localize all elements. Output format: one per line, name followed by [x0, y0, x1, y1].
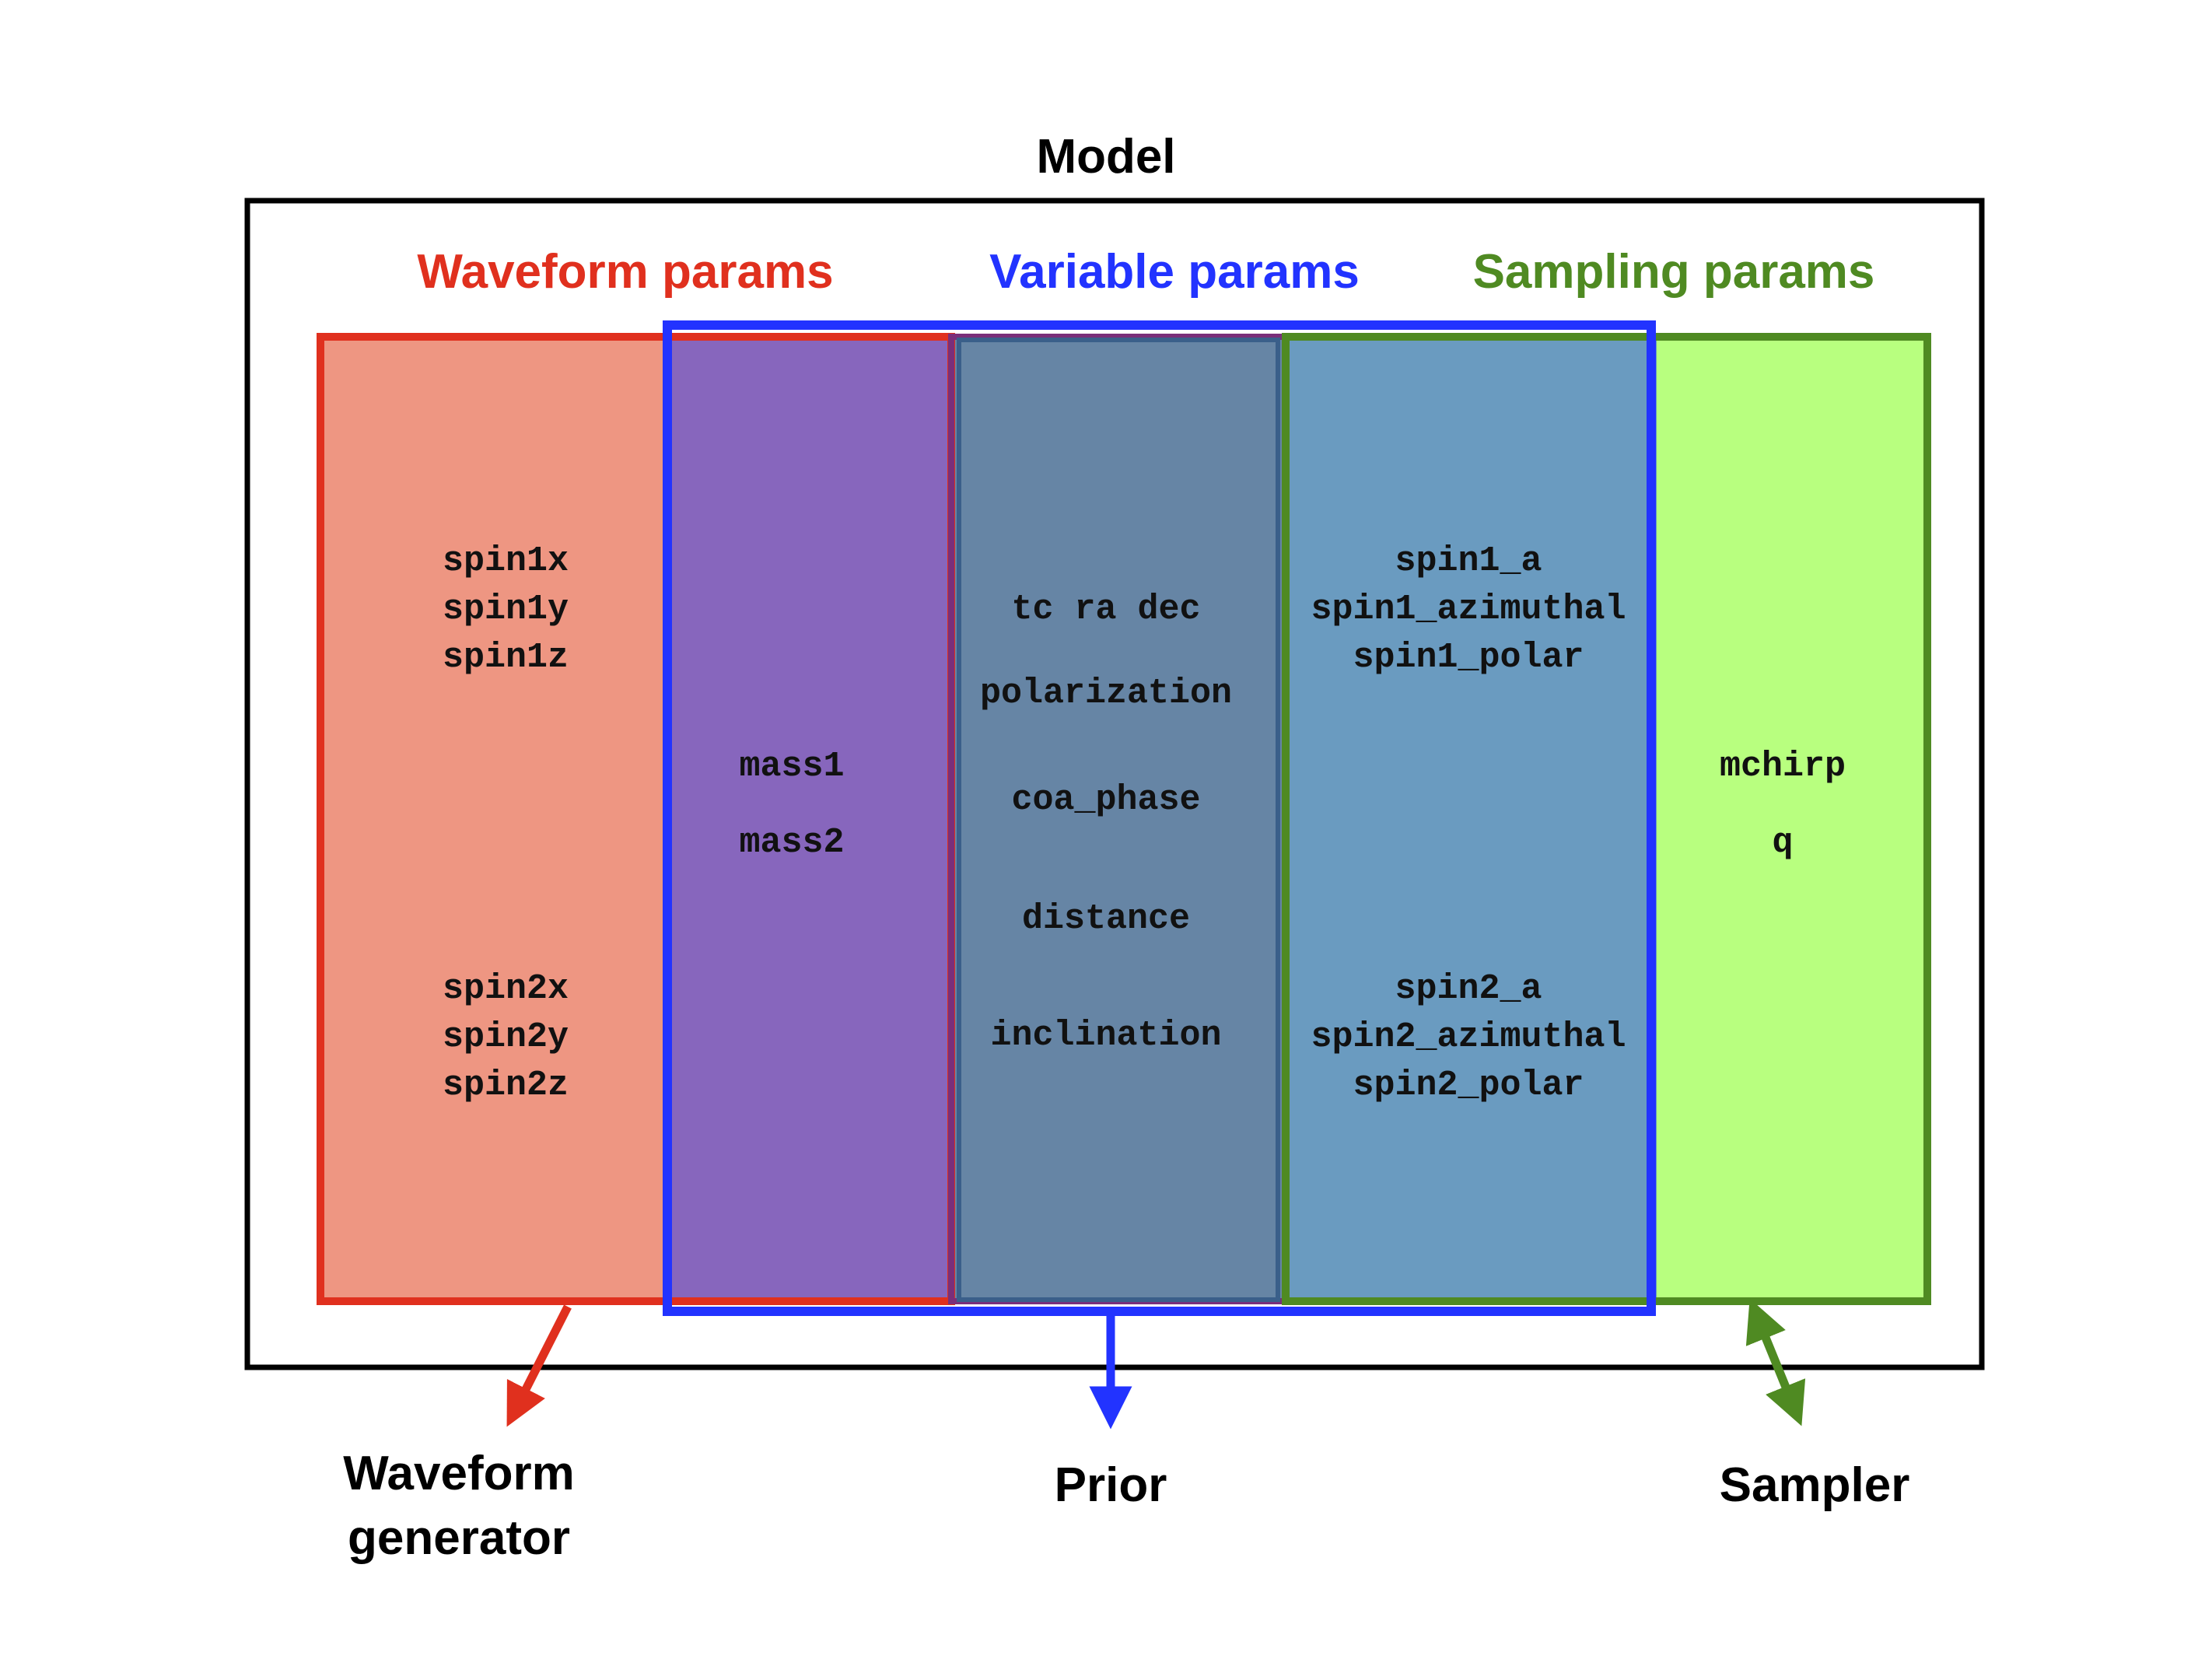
waveform-params-label: Waveform params: [417, 245, 833, 299]
waveform-only-region: [320, 337, 670, 1301]
extrinsic-inner-border: [957, 338, 1280, 1302]
sampling-params-box: [1282, 333, 1931, 1305]
param-mass2: mass2: [739, 823, 844, 863]
param-spin1y: spin1y: [443, 590, 569, 629]
param-distance: distance: [1022, 899, 1190, 939]
spin1-xyz-list: spin1x spin1y spin1z: [443, 541, 569, 677]
spin2-polar-list: spin2_a spin2_azimuthal spin2_polar: [1311, 969, 1626, 1105]
param-q: q: [1772, 823, 1793, 863]
sampler-label: Sampler: [1720, 1458, 1910, 1512]
param-spin1x: spin1x: [443, 541, 569, 581]
variable-params-box: [663, 320, 1656, 1316]
extrinsic-list: tc ra dec polarization coa_phase distanc…: [980, 590, 1232, 1055]
waveform-generator-label-line1: Waveform: [343, 1447, 574, 1500]
param-mass1: mass1: [739, 747, 844, 786]
param-spin2-a: spin2_a: [1395, 969, 1542, 1009]
spin2-xyz-list: spin2x spin2y spin2z: [443, 969, 569, 1105]
param-tc-ra-dec: tc ra dec: [1011, 590, 1200, 629]
param-spin1-polar: spin1_polar: [1353, 638, 1584, 677]
sampling-params-label: Sampling params: [1473, 245, 1875, 299]
spin1-polar-list: spin1_a spin1_azimuthal spin1_polar: [1311, 541, 1626, 677]
param-spin1z: spin1z: [443, 638, 569, 677]
param-spin2z: spin2z: [443, 1066, 569, 1105]
param-inclination: inclination: [990, 1016, 1221, 1055]
variable-params-label: Variable params: [989, 245, 1360, 299]
sampling-region: [1657, 337, 1927, 1301]
waveform-generator-arrow: [506, 1304, 572, 1427]
param-mchirp: mchirp: [1720, 747, 1846, 786]
model-title: Model: [1036, 130, 1175, 184]
extrinsic-region: [951, 337, 1286, 1301]
spin-polar-region: [1286, 337, 1657, 1301]
mass-list: mass1 mass2: [739, 747, 844, 863]
prior-label: Prior: [1055, 1458, 1167, 1512]
sampling-list: mchirp q: [1720, 747, 1846, 863]
param-spin2-polar: spin2_polar: [1353, 1066, 1584, 1105]
param-spin2-azimuthal: spin2_azimuthal: [1311, 1017, 1626, 1057]
param-coa-phase: coa_phase: [1011, 780, 1200, 820]
sampler-arrow: [1745, 1298, 1806, 1426]
waveform-generator-label-line2: generator: [348, 1511, 570, 1565]
param-spin2y: spin2y: [443, 1017, 569, 1057]
param-spin1-a: spin1_a: [1395, 541, 1542, 581]
mass-overlap-region: [670, 337, 951, 1301]
param-spin2x: spin2x: [443, 969, 569, 1009]
param-spin1-azimuthal: spin1_azimuthal: [1311, 590, 1626, 629]
param-polarization: polarization: [980, 674, 1232, 713]
